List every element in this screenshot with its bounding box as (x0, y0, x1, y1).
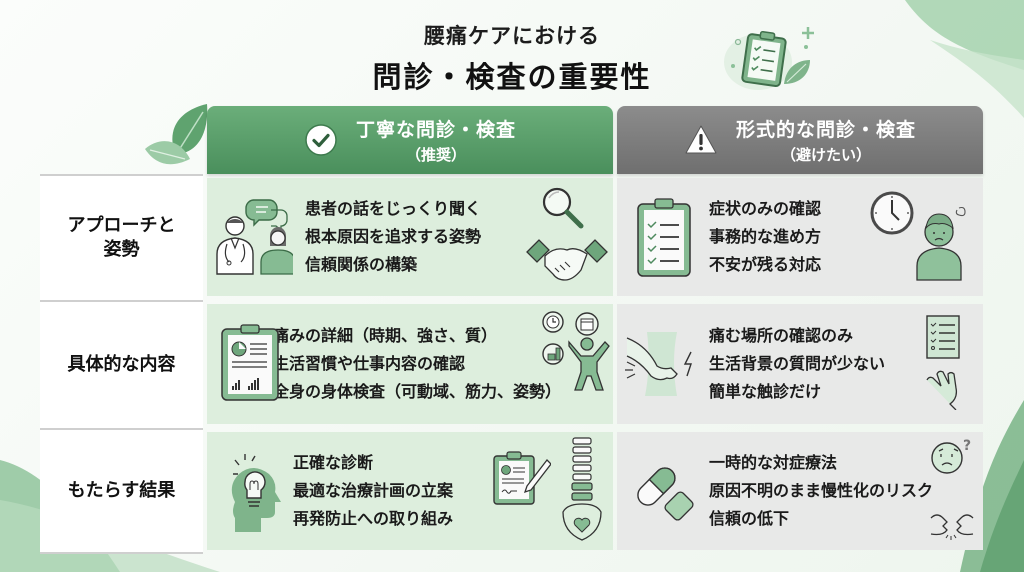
row-label-details: 具体的な内容 (40, 300, 203, 428)
list-item: 原因不明のまま慢性化のリスク (709, 481, 934, 500)
cell-details-recommended: 痛みの詳細（時期、強さ、質） 生活習慣や仕事内容の確認 全身の身体検査（可動域、… (207, 304, 613, 424)
lifestyle-icons-cluster (542, 311, 599, 365)
cell-approach-recommended: 患者の話をじっくり聞く 根本原因を追求する姿勢 信頼関係の構築 (207, 178, 613, 296)
column-subtitle-avoid: （避けたい） (780, 146, 871, 164)
warning-triangle-icon (685, 125, 717, 154)
healthy-spine-icon (562, 437, 602, 541)
list-item: 生活習慣や仕事内容の確認 (273, 354, 466, 373)
checklist-clipboard-icon (637, 198, 691, 277)
list-item: 根本原因を追求する姿勢 (305, 227, 482, 246)
text-list: 一時的な対症療法 原因不明のまま慢性化のリスク 信頼の低下 (709, 452, 933, 530)
row-label-approach: アプローチと 姿勢 (40, 174, 203, 300)
confused-face-icon: ? (931, 438, 971, 474)
cell-results-recommended: 正確な診断 最適な治療計画の立案 再発防止への取り組み (207, 432, 613, 550)
doctor-patient-dialogue-icon (216, 199, 293, 275)
list-item: 簡単な触診だけ (709, 382, 822, 401)
check-circle-icon (305, 124, 337, 156)
column-subtitle-recommended: （推奨） (405, 146, 466, 164)
list-item: 再発防止への取り組み (293, 509, 454, 528)
row-label-line: 姿勢 (103, 239, 140, 260)
text-list: 患者の話をじっくり聞く 根本原因を追求する姿勢 信頼関係の構築 (305, 198, 481, 276)
row-label-line: 具体的な内容 (67, 353, 176, 375)
text-list: 症状のみの確認 事務的な進め方 不安が残る対応 (709, 198, 821, 276)
leaf-decoration-left (145, 104, 208, 165)
report-clipboard-icon (221, 324, 279, 401)
magnifier-icon (542, 187, 584, 229)
back-pain-icon (625, 332, 692, 396)
cell-approach-avoid: 症状のみの確認 事務的な進め方 不安が残る対応 (617, 178, 983, 296)
column-title-avoid: 形式的な問診・検査 (735, 119, 916, 141)
pill-bandage-icon (637, 467, 694, 521)
list-item: 信頼関係の構築 (305, 255, 418, 274)
clipboard-checklist-title-icon (724, 27, 814, 90)
cell-details-avoid: 痛む場所の確認のみ 生活背景の質問が少ない 簡単な触診だけ (617, 304, 983, 424)
list-item: 患者の話をじっくり聞く (305, 199, 482, 218)
list-item: 痛む場所の確認のみ (709, 326, 854, 345)
head-lightbulb-icon (231, 454, 281, 532)
list-item: 不安が残る対応 (709, 255, 822, 274)
stretching-person-icon (568, 337, 610, 391)
column-header-avoid: 形式的な問診・検査 （避けたい） (617, 106, 983, 174)
row-label-line: アプローチと (67, 214, 176, 236)
text-list: 正確な診断 最適な治療計画の立案 再発防止への取り組み (293, 452, 453, 530)
text-list: 痛む場所の確認のみ 生活背景の質問が少ない 簡単な触診だけ (709, 325, 885, 403)
list-item: 痛みの詳細（時期、強さ、質） (273, 326, 498, 345)
cell-results-avoid: 一時的な対症療法 原因不明のまま慢性化のリスク 信頼の低下 ? (617, 432, 983, 550)
worried-patient-icon (916, 206, 966, 281)
list-item: 一時的な対症療法 (709, 453, 838, 472)
row-label-results: もたらす結果 (40, 428, 203, 554)
page-title: 問診・検査の重要性 (372, 60, 652, 94)
text-list: 痛みの詳細（時期、強さ、質） 生活習慣や仕事内容の確認 全身の身体検査（可動域、… (273, 325, 561, 403)
row-label-line: もたらす結果 (67, 479, 176, 501)
column-header-recommended: 丁寧な問診・検査 （推奨） (207, 106, 613, 174)
handshake-icon (526, 239, 608, 281)
title-block: 腰痛ケアにおける 問診・検査の重要性 (0, 20, 1024, 96)
title-subtitle: 腰痛ケアにおける (424, 24, 600, 48)
list-item: 全身の身体検査（可動域、筋力、姿勢） (273, 382, 562, 401)
palpation-hand-icon (926, 370, 958, 410)
treatment-plan-icon (493, 451, 551, 505)
short-checklist-icon (926, 315, 960, 359)
list-item: 事務的な進め方 (709, 227, 822, 246)
list-item: 正確な診断 (293, 453, 374, 472)
clock-icon (870, 191, 914, 235)
svg-text:?: ? (963, 438, 971, 454)
column-title-recommended: 丁寧な問診・検査 (355, 119, 516, 141)
list-item: 信頼の低下 (709, 509, 790, 528)
broken-trust-icon (930, 514, 974, 540)
list-item: 症状のみの確認 (709, 199, 822, 218)
list-item: 生活背景の質問が少ない (709, 354, 886, 373)
list-item: 最適な治療計画の立案 (293, 481, 454, 500)
